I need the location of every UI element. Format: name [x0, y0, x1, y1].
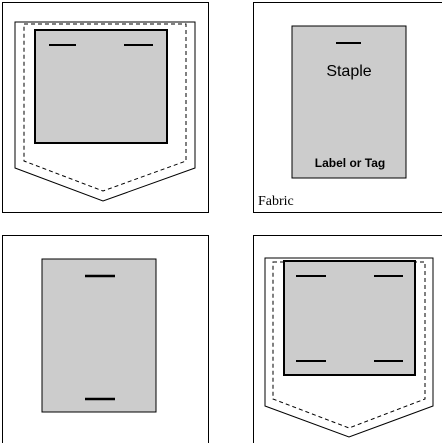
fabric-label: Fabric: [258, 194, 294, 209]
panel-top-left: [3, 3, 209, 213]
panel-bottom-right: [254, 236, 442, 443]
label-tag: [42, 259, 156, 412]
panel-top-right: Staple Label or Tag Fabric: [254, 3, 442, 213]
label-tag: [284, 261, 415, 375]
staple-label: Staple: [326, 63, 371, 80]
label-or-tag-label: Label or Tag: [315, 156, 385, 170]
panel-bottom-left: [3, 236, 209, 443]
label-tag: [35, 30, 167, 143]
